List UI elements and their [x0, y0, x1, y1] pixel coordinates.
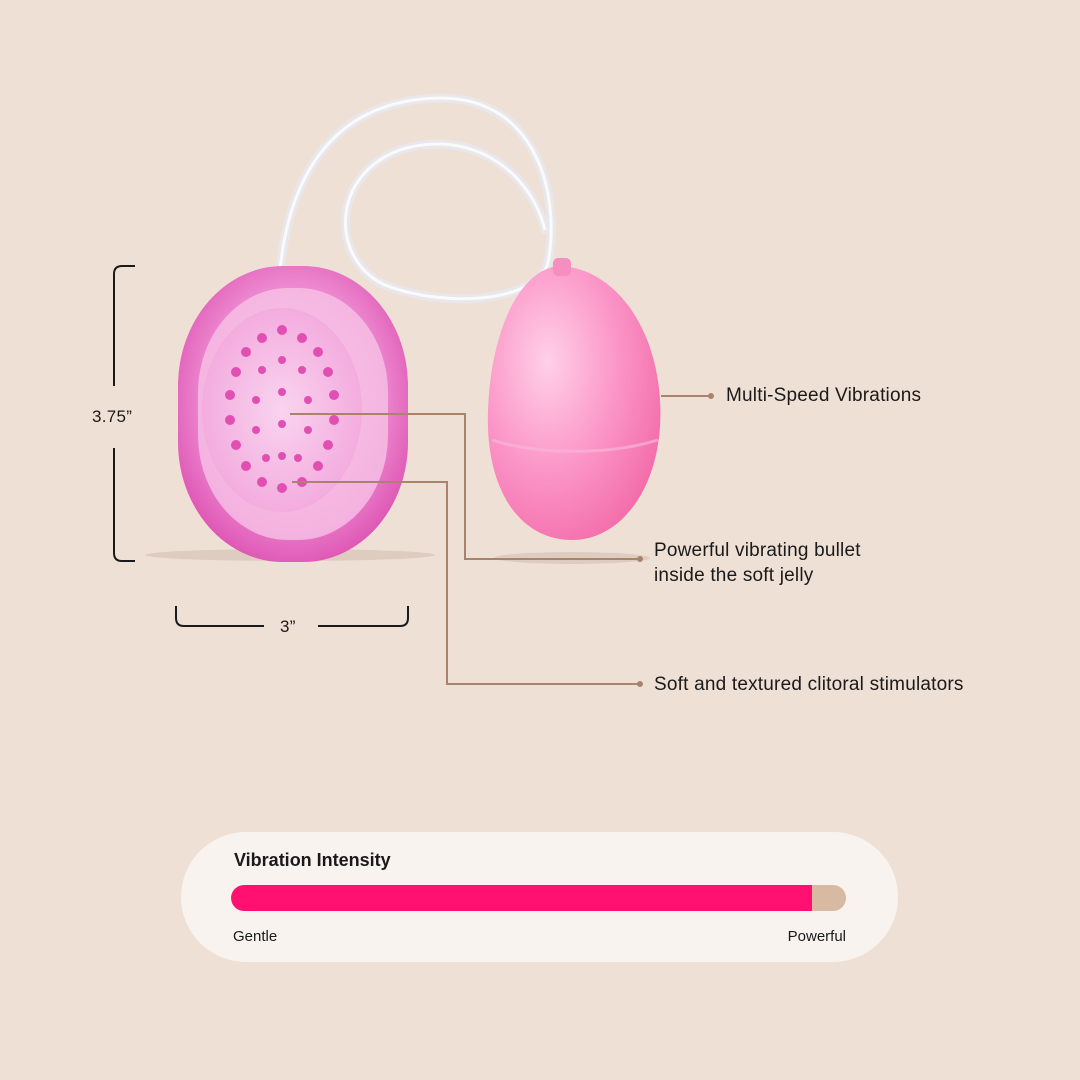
- pump-bulb: [487, 258, 661, 564]
- callout-text: Multi-Speed Vibrations: [726, 385, 922, 406]
- intensity-title: Vibration Intensity: [234, 850, 391, 870]
- callout-leaders: [290, 395, 710, 685]
- callout-text: Soft and textured clitoral stimulators: [654, 674, 964, 695]
- vibration-intensity-panel: Vibration Intensity Gentle Powerful: [181, 832, 898, 962]
- callout-clitoral-stimulators: Soft and textured clitoral stimulators: [654, 672, 964, 697]
- intensity-max-label: Powerful: [787, 928, 846, 945]
- intensity-fill: [231, 885, 813, 911]
- intensity-meter: [231, 885, 846, 911]
- height-bracket: [113, 265, 135, 562]
- texture-nubs: [225, 325, 339, 493]
- callout-text: Powerful vibrating bullet: [654, 540, 861, 561]
- width-label: 3”: [280, 617, 296, 636]
- callout-multi-speed: Multi-Speed Vibrations: [726, 383, 921, 408]
- width-bracket: [175, 606, 409, 627]
- callout-text: inside the soft jelly: [654, 565, 814, 586]
- callout-vibrating-bullet: Powerful vibrating bullet inside the sof…: [654, 538, 861, 588]
- intensity-min-label: Gentle: [233, 928, 278, 945]
- height-label: 3.75”: [92, 407, 133, 426]
